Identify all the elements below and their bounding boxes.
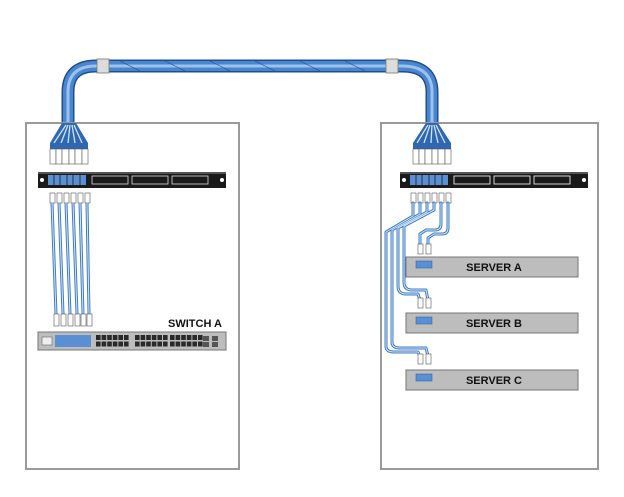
server-b: SERVER B: [405, 312, 579, 334]
breakout-fanout-left: [49, 123, 89, 165]
patch-cords-right: [384, 192, 452, 365]
switch-a-label: SWITCH A: [168, 318, 222, 330]
patch-panel-left: [38, 172, 226, 188]
server-a: SERVER A: [405, 256, 579, 278]
server-b-label: SERVER B: [466, 318, 522, 330]
breakout-fanout-right: [412, 123, 452, 165]
server-c: SERVER C: [405, 369, 579, 391]
trunk-cable: [61, 58, 439, 143]
patch-panel-right: [400, 172, 588, 188]
switch-a: [37, 331, 227, 351]
server-c-label: SERVER C: [466, 375, 522, 387]
patch-cords-left: [49, 192, 93, 327]
server-a-label: SERVER A: [466, 262, 522, 274]
